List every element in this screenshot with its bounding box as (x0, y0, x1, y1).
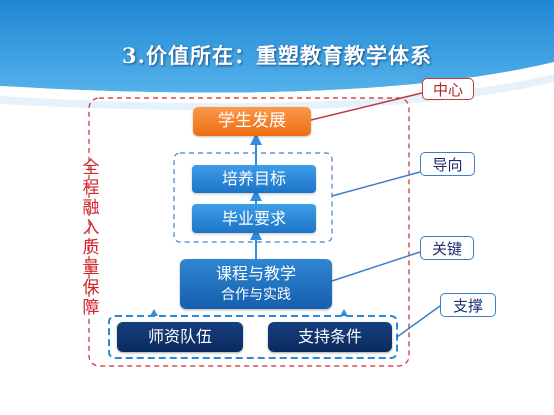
header-banner (0, 0, 554, 110)
curriculum-label-line2: 合作与实践 (221, 286, 291, 303)
pointer-orientation (331, 171, 421, 197)
student-development-node: 学生发展 (193, 107, 311, 136)
support-conditions-node: 支持条件 (268, 322, 392, 352)
callout-support-label: 支撑 (452, 296, 483, 315)
quality-assurance-frame (88, 97, 410, 367)
callout-center-label: 中心 (432, 80, 463, 99)
graduation-requirements-node: 毕业要求 (192, 204, 316, 233)
callout-center: 中心 (422, 78, 474, 100)
pointer-center (310, 91, 427, 121)
callout-orientation-label: 导向 (432, 155, 463, 174)
arrow-faculty-up (150, 309, 158, 316)
arrow-support-up (340, 309, 348, 316)
training-goals-label: 培养目标 (221, 169, 286, 188)
training-goals-node: 培养目标 (192, 165, 316, 193)
support-conditions-label: 支持条件 (297, 327, 362, 346)
pointer-key (331, 251, 421, 282)
graduation-requirements-label: 毕业要求 (221, 208, 286, 228)
callout-key: 关键 (420, 236, 474, 260)
callout-key-label: 关键 (431, 239, 462, 258)
faculty-node: 师资队伍 (117, 322, 243, 352)
pointer-support (396, 305, 441, 338)
faculty-label: 师资队伍 (147, 327, 212, 346)
quality-assurance-label: 全程融入质量保障 (82, 158, 100, 318)
curriculum-label-line1: 课程与教学 (215, 263, 296, 283)
page-title: 3.价值所在：重塑教育教学体系 (122, 43, 432, 68)
callout-orientation: 导向 (420, 152, 475, 176)
student-development-label: 学生发展 (218, 110, 286, 131)
orientation-group-frame (173, 152, 333, 243)
curriculum-node: 课程与教学 合作与实践 (180, 259, 332, 309)
callout-support: 支撑 (440, 293, 496, 317)
